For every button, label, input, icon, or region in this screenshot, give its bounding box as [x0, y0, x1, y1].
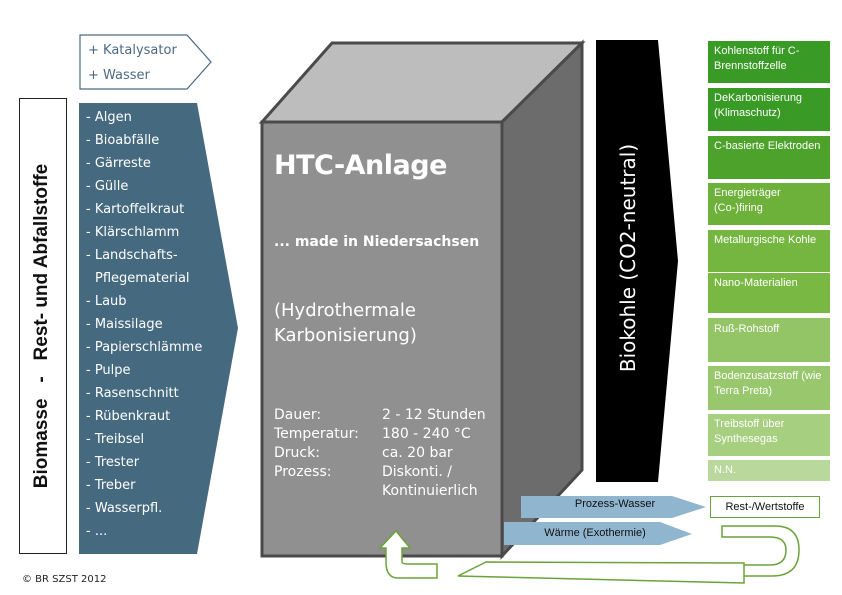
product-box: Bodenzusatzstoff (wie Terra Preta)	[708, 366, 830, 410]
list-item: - Landschafts-	[86, 248, 178, 263]
list-item: - Gülle	[86, 179, 129, 194]
waerme-label: Wärme (Exothermie)	[544, 527, 646, 539]
product-box: C-basierte Elektroden	[708, 136, 830, 179]
param-key: Temperatur:	[274, 426, 359, 442]
param-row: Dauer: 2 - 12 Stunden	[274, 406, 486, 425]
input-wasser: + Wasser	[88, 68, 150, 83]
cube-front	[260, 120, 504, 558]
list-item: - Rübenkraut	[86, 409, 171, 424]
list-item: - Wasserpfl.	[86, 501, 163, 516]
list-item: - Maissilage	[86, 317, 163, 332]
product-box: Kohlenstoff für C-Brennstoffzelle	[708, 41, 830, 83]
cube-side	[500, 39, 584, 560]
param-value: ca. 20 bar	[382, 445, 453, 461]
product-box: DeKarbonisierung (Klimaschutz)	[708, 88, 830, 131]
inputs-arrow	[79, 34, 212, 90]
param-value: 180 - 240 °C	[382, 426, 471, 442]
process-parameters: Dauer: 2 - 12 Stunden Temperatur: 180 - 24…	[274, 406, 486, 501]
list-item: - Klärschlamm	[86, 225, 180, 240]
product-box: Metallurgische Kohle	[708, 230, 830, 272]
biomass-list: - Algen - Bioabfälle - Gärreste - Gülle …	[86, 106, 202, 543]
list-item: - Rasenschnitt	[86, 386, 179, 401]
list-item: - ...	[86, 524, 108, 539]
param-value: Diskonti. /	[382, 464, 453, 480]
param-value: 2 - 12 Stunden	[382, 407, 486, 423]
copyright: © BR SZST 2012	[22, 574, 107, 585]
prozess-wasser-label: Prozess-Wasser	[574, 498, 656, 510]
htc-subtitle: ... made in Niedersachsen	[274, 234, 480, 250]
vertical-label: Biomasse - Rest- und Abfallstoffe	[31, 163, 52, 489]
param-key: Dauer:	[274, 407, 322, 423]
htc-description: (Hydrothermale Karbonisierung)	[274, 298, 417, 348]
list-item: - Laub	[86, 294, 127, 309]
list-item: Pflegematerial	[95, 271, 190, 286]
list-item: - Treibsel	[86, 432, 145, 447]
list-item: - Algen	[86, 110, 132, 125]
list-item: - Pulpe	[86, 363, 131, 378]
product-box: Energieträger (Co-)firing	[708, 183, 830, 225]
biomass-arrow	[79, 103, 238, 554]
param-key: Druck:	[274, 445, 320, 461]
htc-desc-line: (Hydrothermale	[274, 300, 416, 321]
product-box: N.N.	[708, 460, 830, 481]
return-arrow-up	[378, 529, 438, 579]
list-item: - Treber	[86, 478, 136, 493]
param-row: Druck: ca. 20 bar	[274, 444, 486, 463]
param-row: Temperatur: 180 - 240 °C	[274, 425, 486, 444]
inputs-list: + Katalysator + Wasser	[88, 38, 177, 88]
prozess-wasser-arrow	[521, 496, 706, 518]
htc-desc-line: Karbonisierung)	[274, 325, 417, 346]
param-value: Kontinuierlich	[382, 483, 478, 499]
htc-title: HTC-Anlage	[274, 150, 447, 181]
list-item: - Kartoffelkraut	[86, 202, 185, 217]
list-item: - Bioabfälle	[86, 133, 160, 148]
list-item: - Trester	[86, 455, 140, 470]
param-key: Prozess:	[274, 464, 332, 480]
product-box: Nano-Materialien	[708, 273, 830, 313]
param-key	[274, 482, 382, 501]
param-row: Kontinuierlich	[274, 482, 486, 501]
param-row: Prozess: Diskonti. /	[274, 463, 486, 482]
return-arrow-bottom	[457, 561, 745, 584]
waerme-arrow	[504, 522, 692, 545]
vertical-label-box	[19, 98, 67, 554]
product-box: Treibstoff über Synthesegas	[708, 414, 830, 456]
list-item: - Papierschlämme	[86, 340, 203, 355]
list-item: - Gärreste	[86, 156, 151, 171]
biokohle-arrow	[596, 40, 678, 482]
product-box: Ruß-Rohstoff	[708, 318, 830, 362]
input-katalysator: + Katalysator	[88, 43, 177, 58]
rest-wertstoffe-box: Rest-/Wertstoffe	[710, 496, 820, 518]
biokohle-label: Biokohle (CO2-neutral)	[616, 143, 640, 373]
